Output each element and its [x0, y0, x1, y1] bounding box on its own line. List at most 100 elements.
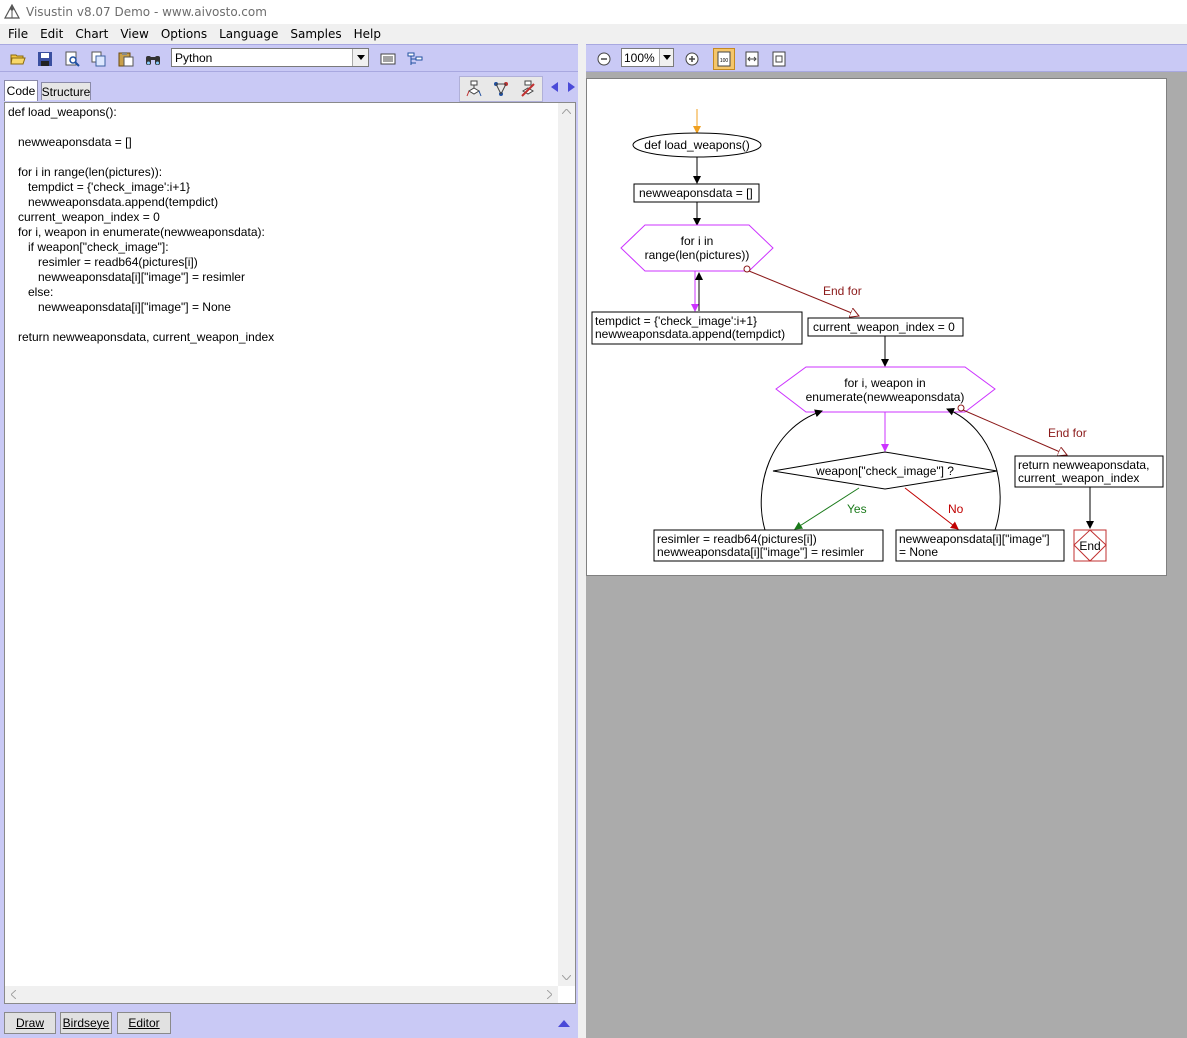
- flow-body1-line2: newweaponsdata.append(tempdict): [595, 327, 785, 341]
- fit-width-button[interactable]: [742, 49, 762, 69]
- tab-code-label: Code: [6, 84, 36, 98]
- nav-right-arrow-icon[interactable]: [566, 81, 576, 93]
- menu-samples[interactable]: Samples: [290, 27, 342, 41]
- menu-edit[interactable]: Edit: [40, 27, 64, 41]
- find-button[interactable]: [143, 49, 163, 69]
- flow-body1-line1: tempdict = {'check_image':i+1}: [595, 314, 757, 328]
- zoom-select[interactable]: 100%: [621, 48, 674, 67]
- scroll-up-icon[interactable]: [558, 103, 575, 120]
- zoom-in-button[interactable]: [682, 49, 702, 69]
- tab-row: Code Structure: [0, 72, 578, 102]
- scroll-left-icon[interactable]: [5, 986, 22, 1003]
- flow-assign2-node[interactable]: current_weapon_index = 0: [807, 317, 964, 337]
- zoom-in-icon: [685, 52, 699, 66]
- chevron-down-icon[interactable]: [659, 49, 673, 66]
- flow-loop2-node[interactable]: for i, weapon in enumerate(newweaponsdat…: [775, 366, 996, 413]
- save-icon: [38, 52, 52, 66]
- nav-left-arrow-icon[interactable]: [549, 81, 559, 93]
- menu-language[interactable]: Language: [219, 27, 279, 41]
- menu-view[interactable]: View: [120, 27, 149, 41]
- flow-decision-node[interactable]: weapon["check_image"] ?: [772, 451, 998, 490]
- flow-return-node[interactable]: return newweaponsdata, current_weapon_in…: [1014, 455, 1164, 488]
- chart-edit-icon: [521, 80, 535, 97]
- editor-button[interactable]: Editor: [117, 1012, 171, 1034]
- tab-code[interactable]: Code: [4, 80, 38, 101]
- copy-button[interactable]: [89, 49, 109, 69]
- code-pane: Code Structure def load_weapons(): newwe…: [0, 72, 578, 1038]
- outline-icon: [407, 52, 423, 65]
- draw-button[interactable]: Draw: [4, 1012, 56, 1034]
- chart-tools-group: [459, 76, 543, 102]
- zoom-out-icon: [597, 52, 611, 66]
- code-editor[interactable]: def load_weapons(): newweaponsdata = [] …: [4, 102, 576, 1004]
- menu-file[interactable]: File: [8, 27, 29, 41]
- vertical-scrollbar[interactable]: [558, 103, 575, 986]
- menu-chart[interactable]: Chart: [75, 27, 109, 41]
- chevron-down-icon[interactable]: [352, 49, 368, 66]
- flow-end-for-label: End for: [823, 284, 862, 298]
- toolbar-separator: [578, 44, 586, 72]
- flow-end-node[interactable]: End: [1073, 529, 1107, 562]
- flow-no-line1: newweaponsdata[i]["image"]: [899, 532, 1050, 546]
- birdseye-button[interactable]: Birdseye: [60, 1012, 112, 1034]
- flow-yes-node[interactable]: resimler = readb64(pictures[i]) newweapo…: [653, 529, 884, 562]
- horizontal-scrollbar[interactable]: [5, 986, 558, 1003]
- collapse-up-icon[interactable]: [558, 1018, 570, 1028]
- chart-edit-button[interactable]: [518, 79, 538, 99]
- flow-assign-label: newweaponsdata = []: [639, 186, 753, 200]
- menu-options[interactable]: Options: [160, 27, 208, 41]
- svg-text:100: 100: [720, 58, 729, 64]
- flow-no-line2: = None: [899, 545, 938, 559]
- bottom-button-bar: Draw Birdseye Editor: [0, 1006, 578, 1038]
- flow-yes-line1: resimler = readb64(pictures[i]): [657, 532, 817, 546]
- wrap-button[interactable]: [378, 49, 398, 69]
- copy-icon: [91, 51, 106, 67]
- flow-return-line1: return newweaponsdata,: [1018, 458, 1149, 472]
- code-text[interactable]: def load_weapons(): newweaponsdata = [] …: [8, 105, 275, 344]
- flow-loop2-line2: enumerate(newweaponsdata): [806, 390, 965, 404]
- find-icon: [146, 56, 160, 65]
- flow-end-label: End: [1079, 539, 1100, 553]
- save-button[interactable]: [35, 49, 55, 69]
- paste-button[interactable]: [116, 49, 136, 69]
- scroll-right-icon[interactable]: [541, 986, 558, 1003]
- flow-body-node[interactable]: tempdict = {'check_image':i+1} newweapon…: [591, 311, 803, 345]
- language-select[interactable]: Python: [171, 48, 369, 67]
- wrap-icon: [380, 53, 396, 65]
- fit-page-button[interactable]: [769, 49, 789, 69]
- zoom-out-button[interactable]: [594, 49, 614, 69]
- flow-return-line2: current_weapon_index: [1018, 471, 1139, 485]
- menu-bar: File Edit Chart View Options Language Sa…: [0, 24, 1187, 44]
- flow-yes-label: Yes: [847, 502, 867, 516]
- flow-assign2-label: current_weapon_index = 0: [813, 320, 955, 334]
- flow-assign-node[interactable]: newweaponsdata = []: [633, 183, 760, 203]
- title-bar: Visustin v8.07 Demo - www.aivosto.com: [0, 0, 1187, 24]
- fit-width-icon: [745, 51, 759, 67]
- flow-loop2-line1: for i, weapon in: [844, 376, 925, 390]
- tab-structure[interactable]: Structure: [41, 82, 91, 100]
- flowchart-style-button[interactable]: [464, 79, 484, 99]
- open-button[interactable]: [8, 49, 28, 69]
- language-value: Python: [175, 50, 213, 65]
- paste-icon: [118, 52, 134, 67]
- flow-loop1-line2: range(len(pictures)): [645, 248, 750, 262]
- outline-button[interactable]: [405, 49, 425, 69]
- flowchart-canvas[interactable]: def load_weapons() newweaponsdata = [] f…: [586, 78, 1167, 576]
- chart-option-button[interactable]: [491, 79, 511, 99]
- flow-loop-node[interactable]: for i in range(len(pictures)): [620, 224, 774, 272]
- fit-page-icon: [772, 51, 786, 67]
- branch-chart-icon: [494, 82, 508, 96]
- flow-loop1-line1: for i in: [681, 234, 714, 248]
- flow-no-node[interactable]: newweaponsdata[i]["image"] = None: [895, 529, 1065, 562]
- menu-help[interactable]: Help: [353, 27, 381, 41]
- actual-size-button[interactable]: 100: [713, 48, 735, 70]
- flow-start-node[interactable]: def load_weapons(): [632, 132, 762, 158]
- zoom-value: 100%: [624, 50, 655, 65]
- print-preview-button[interactable]: [62, 49, 82, 69]
- flow-no-label: No: [948, 502, 964, 516]
- flow-start-label: def load_weapons(): [644, 138, 749, 152]
- print-preview-icon: [65, 51, 80, 67]
- scroll-down-icon[interactable]: [558, 969, 575, 986]
- flowchart-icon: [466, 80, 482, 97]
- app-logo-icon: [4, 4, 20, 19]
